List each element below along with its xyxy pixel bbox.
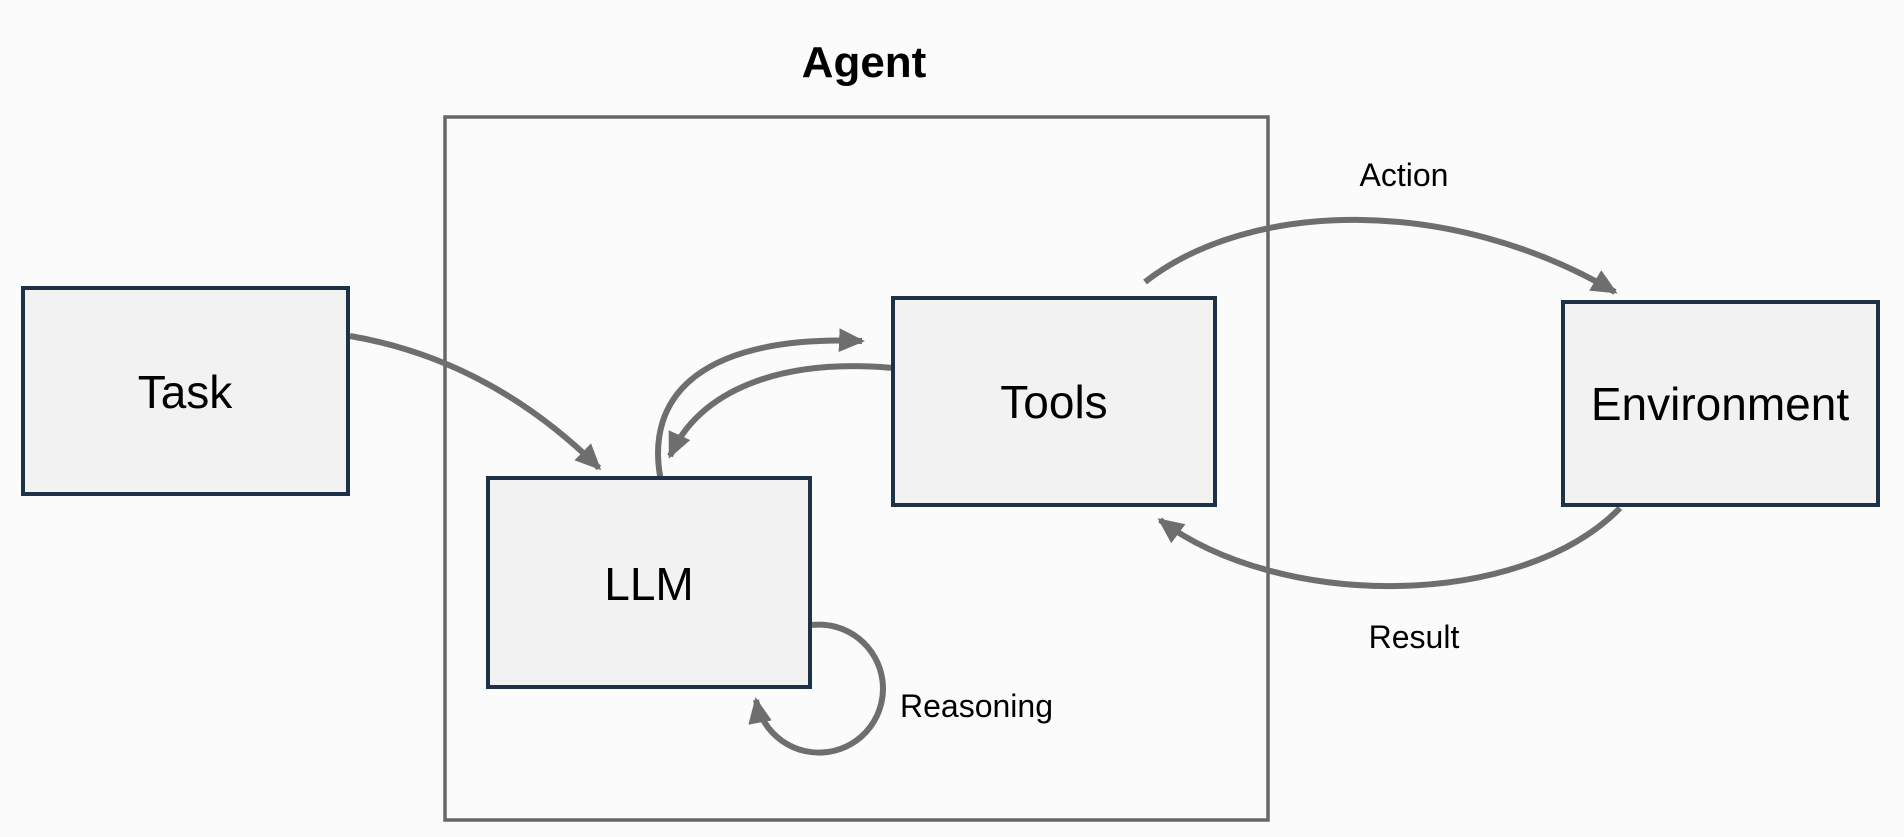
- tools-box: [891, 296, 1217, 507]
- edge-llm-reasoning-loop: [748, 621, 886, 756]
- edge-tools-to-environment: [1143, 216, 1618, 295]
- edge-task-to-llm: [349, 333, 602, 471]
- diagram-title: Agent: [802, 38, 927, 87]
- node-llm: LLM: [486, 476, 812, 689]
- node-task: Task: [21, 286, 350, 496]
- edge-llm-to-tools: [655, 328, 865, 487]
- environment-box: [1561, 300, 1880, 507]
- edge-tools-to-llm: [667, 363, 894, 459]
- llm-label: LLM: [604, 558, 693, 610]
- task-label: Task: [138, 366, 234, 418]
- tools-label: Tools: [1000, 376, 1107, 428]
- environment-label: Environment: [1591, 378, 1849, 430]
- llm-box: [486, 476, 812, 689]
- agent-container-box: [443, 115, 1270, 822]
- edge-environment-to-tools: [1157, 505, 1623, 589]
- edge-label-result: Result: [1369, 619, 1460, 655]
- edge-label-reasoning: Reasoning: [900, 688, 1053, 724]
- task-box: [21, 286, 350, 496]
- node-environment: Environment: [1561, 300, 1880, 507]
- edge-label-action: Action: [1360, 157, 1449, 193]
- node-tools: Tools: [891, 296, 1217, 507]
